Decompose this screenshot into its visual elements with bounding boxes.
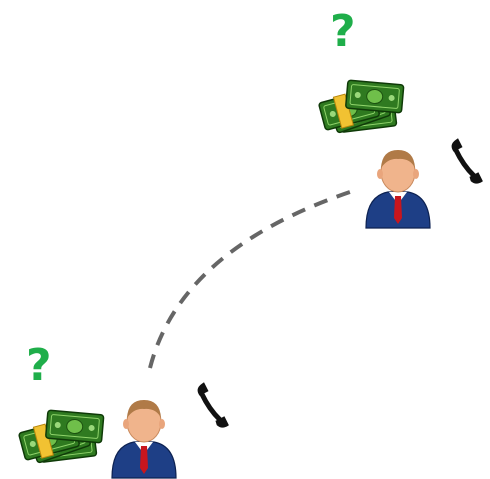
businessman-icon [365,149,431,229]
question-mark: ? [26,340,52,391]
cash-stack-icon [17,409,105,464]
question-mark: ? [330,6,356,57]
cash-stack-icon [317,79,405,134]
telephone-handset-icon [192,381,236,428]
businessman-icon [111,399,177,479]
call-connection-line [148,190,351,369]
telephone-handset-icon [446,137,490,184]
